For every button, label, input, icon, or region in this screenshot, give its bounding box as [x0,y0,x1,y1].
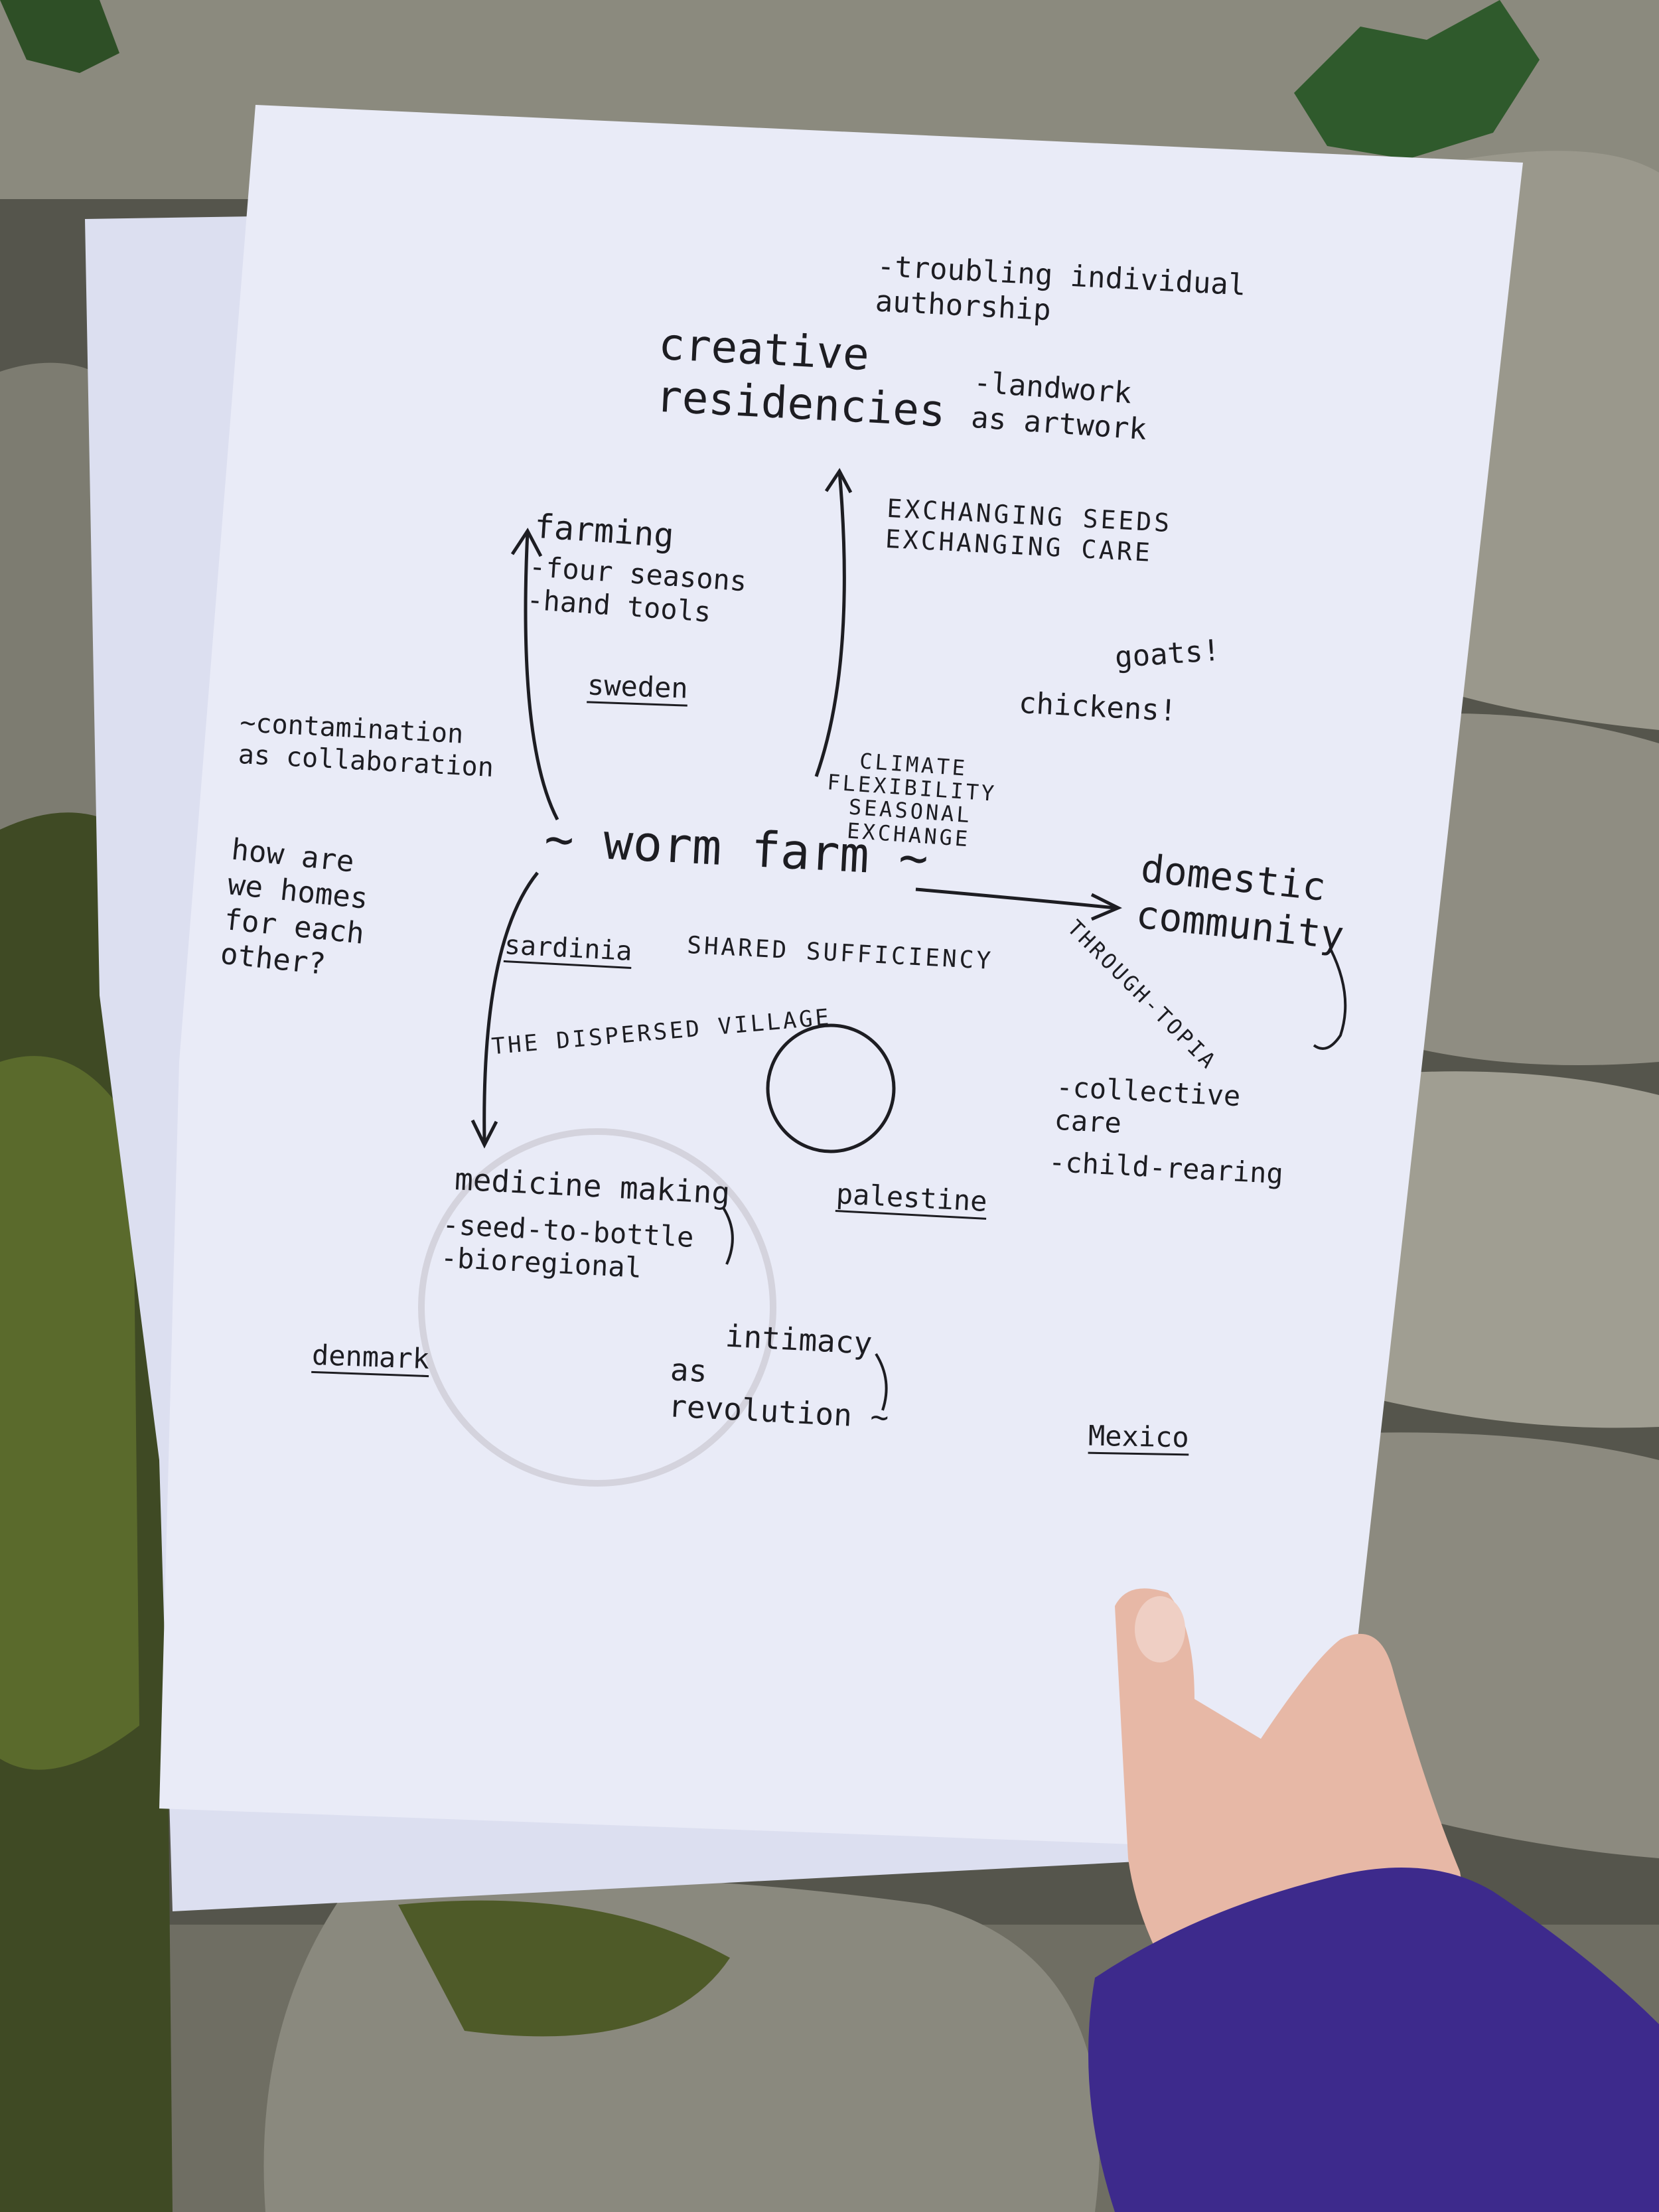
note-contamination: ~contamination as collaboration [238,707,496,784]
moss-patch [0,1056,139,1770]
note-homes-question: how are we homes for each other? [219,833,374,987]
ivy-leaf [1294,0,1540,159]
arrowhead [510,528,543,557]
note-sardinia: sardinia [504,929,633,968]
paper-sheet-front [159,105,1523,1852]
note-mexico: Mexico [1088,1420,1190,1455]
sweden-label: sweden [587,668,689,705]
palestine-label: palestine [835,1177,988,1218]
note-creative-residencies: creative residencies [654,318,950,438]
bracket [1313,948,1347,1050]
note-goats: goats! [1114,634,1221,676]
bracket [875,1353,888,1411]
arrow-to-medicine-making [482,871,539,1142]
arrow-to-creative-residencies [814,471,846,777]
arrowhead [824,468,853,494]
note-landwork-artwork: -landwork as artwork [970,366,1151,448]
moss-patch [398,1900,730,2037]
note-medicine-items: -seed-to-bottle -bioregional [440,1208,695,1288]
note-intimacy: intimacy as revolution ~ [668,1315,894,1436]
cup-stain [418,1128,776,1487]
arrow-to-farming [524,530,559,821]
stone-block [263,1878,1100,2212]
purple-sleeve [1088,1868,1659,2212]
ivy-leaf [0,0,119,73]
thumbnail [1135,1596,1185,1662]
arrowhead [470,1119,498,1149]
stone-block [1354,1071,1659,1428]
mexico-label: Mexico [1088,1419,1190,1454]
sardinia-label: sardinia [503,929,633,968]
goats-label: goats! [1114,633,1222,675]
line: as [669,1351,708,1390]
note-sweden: sweden [587,668,688,705]
bracket [722,1207,734,1265]
note-collective-care: -collective care [1054,1070,1242,1147]
arrow-to-domestic-community [915,887,1116,910]
note-denmark: denmark [311,1339,430,1376]
village-circle [766,1023,896,1153]
denmark-label: denmark [311,1338,430,1376]
line: care [1053,1104,1123,1140]
line: creative [657,318,871,381]
arrowhead [1090,893,1122,921]
